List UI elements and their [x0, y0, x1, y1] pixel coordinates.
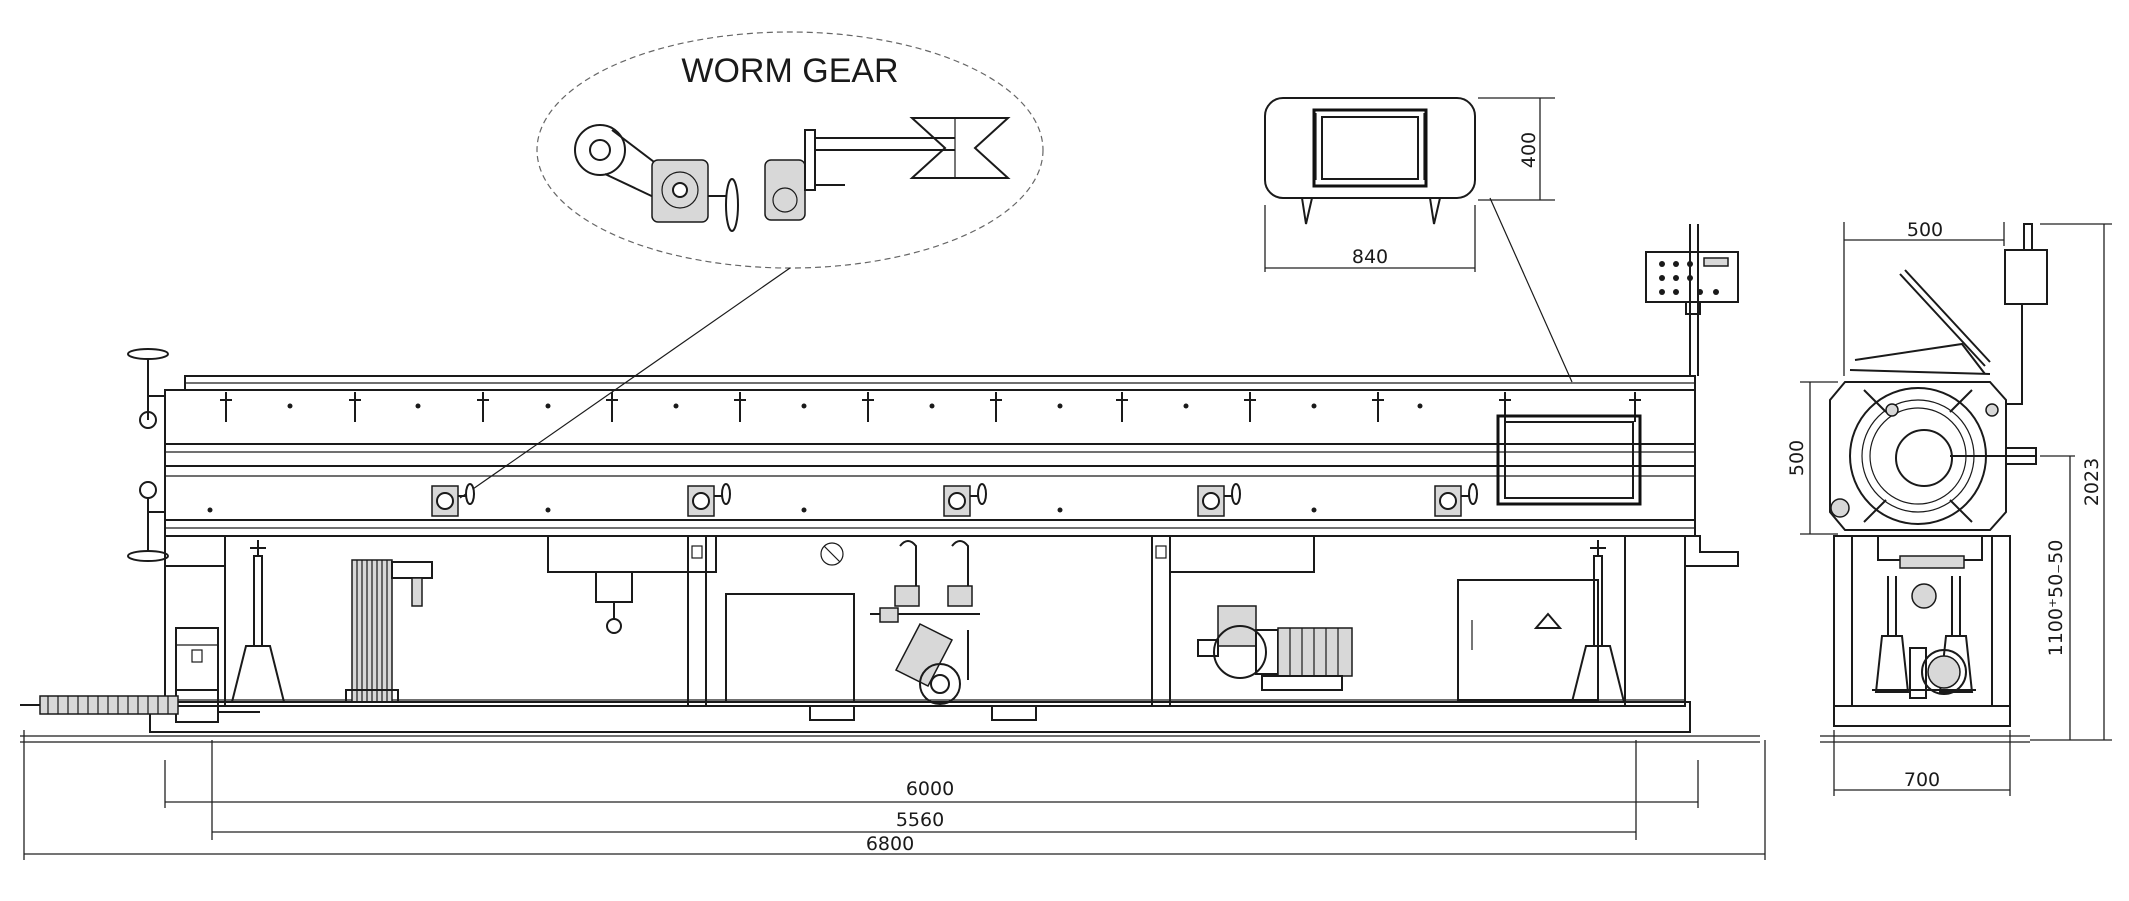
dim-side-total-height: 2023: [2081, 458, 2103, 506]
hanging-fixture: [595, 571, 633, 634]
length-dimensions: 6000 5560 6800: [23, 730, 1766, 860]
machine-front-view: [20, 224, 1760, 743]
base-plate: [149, 701, 1691, 733]
worm-gear-callout: WORM GEAR: [459, 31, 1044, 499]
center-frame-box: [725, 593, 855, 703]
lead-screw: [20, 695, 179, 715]
dim-side-center-height: 1100⁺50₋50: [2045, 540, 2067, 657]
dim-side-base-width: 700: [1904, 769, 1940, 791]
dim-length-inner: 5560: [896, 809, 944, 831]
dim-side-top-width: 500: [1907, 219, 1943, 241]
v-roller: [909, 117, 1011, 179]
side-view: 500 500 2023 1100⁺50₋50 700: [1786, 219, 2112, 796]
bed-cabinet: [1496, 414, 1642, 506]
heat-exchanger: [345, 559, 433, 703]
left-handwheels: [127, 348, 169, 562]
dim-side-head-height: 500: [1786, 440, 1808, 476]
cabinet-detail: 400 840: [1264, 97, 1573, 383]
dim-length-frame: 6000: [906, 778, 954, 800]
dim-length-total: 6800: [866, 833, 914, 855]
gearbox-side: [764, 159, 806, 221]
dim-cabinet-width: 840: [1352, 246, 1388, 268]
electrical-cabinet: [1457, 579, 1599, 701]
support-jacks: [230, 540, 1626, 703]
vacuum-pump: [870, 540, 980, 705]
top-clamps: [207, 392, 1641, 513]
water-pump-motor: [1197, 605, 1353, 691]
worm-gear-title: WORM GEAR: [681, 52, 898, 90]
dim-cabinet-height: 400: [1518, 132, 1540, 168]
bed-worm-gears: [431, 483, 1478, 517]
control-panel: [1645, 224, 1739, 376]
left-motor: [175, 627, 260, 723]
